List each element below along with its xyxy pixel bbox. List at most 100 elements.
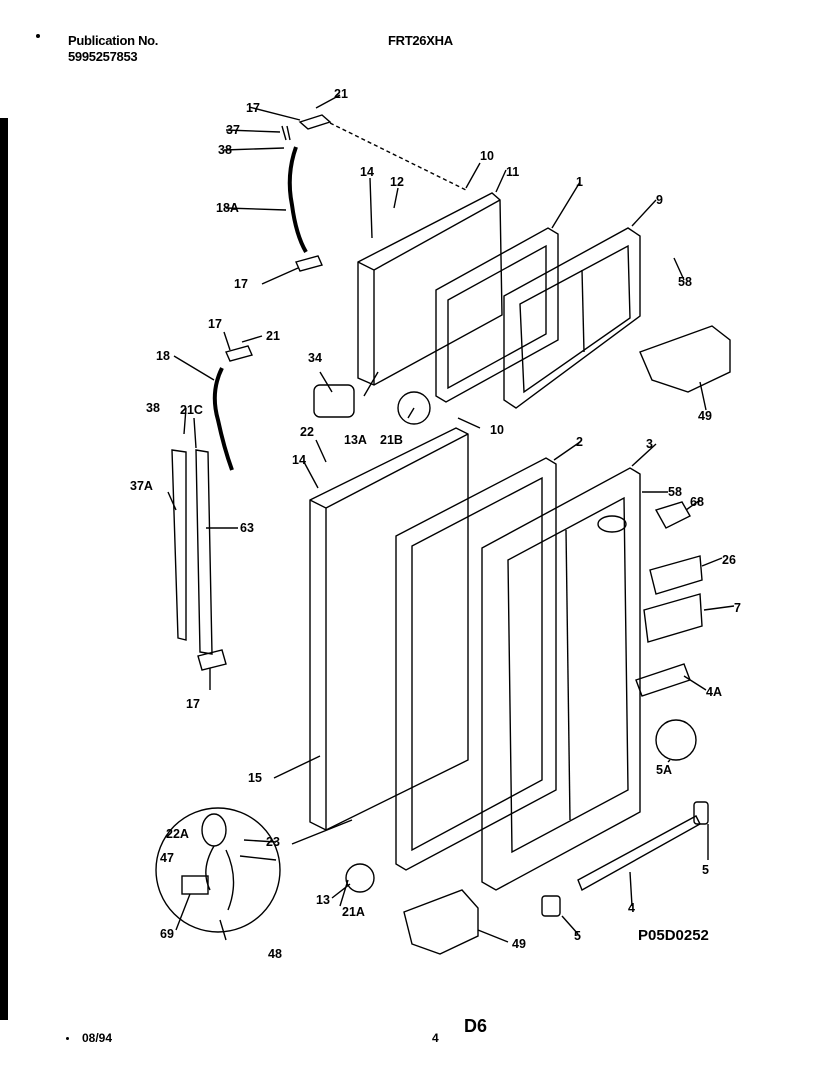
connector-69 [181,875,209,895]
callout-label: 37 [226,123,240,137]
callout-label: 7 [734,601,741,615]
bin-26 [649,555,703,595]
callout-label: 37A [130,479,153,493]
figure-code: P05D0252 [638,927,709,944]
callout-label: 5A [656,763,672,777]
callout-label: 34 [308,351,322,365]
page-number: 4 [432,1031,439,1045]
fresh-food-door-outer [309,427,469,831]
footer-dot [66,1037,69,1040]
registration-mark [36,34,40,38]
callout-label: 48 [268,947,282,961]
clip-5-upper [693,801,709,825]
lower-hinge-17 [295,255,323,272]
callout-label: 17 [246,101,260,115]
freezer-gasket-inner [447,244,547,390]
callout-label: 26 [722,553,736,567]
callout-label: 10 [490,423,504,437]
freezer-gasket [435,227,559,403]
callout-label: 14 [360,165,374,179]
door-bin-49 [403,889,479,955]
fresh-food-liner-inner [507,496,629,854]
clip-34 [313,384,355,418]
wire-48 [225,849,235,911]
fresh-food-gasket [395,457,557,871]
wire-47 [205,845,215,891]
binding-edge [0,118,8,1020]
callout-label: 17 [186,697,200,711]
freezer-door-outer [357,192,503,386]
callout-label: 14 [292,453,306,467]
callout-label: 23 [266,835,280,849]
callout-label: 2 [576,435,583,449]
freezer-liner-inner [519,244,631,394]
callout-label: 49 [512,937,526,951]
bracket-4a [635,663,691,697]
bottom-hinge-17 [197,649,227,671]
fresh-food-door-top [325,433,469,509]
callout-label: 18A [216,201,239,215]
callout-label: 68 [690,495,704,509]
leader-dashed-top [329,122,467,191]
callout-label: 1 [576,175,583,189]
fresh-food-door-edge [309,499,327,830]
callout-label: 38 [218,143,232,157]
detail-13-21a [345,863,375,893]
callout-label: 5 [574,929,581,943]
callout-label: 10 [480,149,494,163]
bin-7 [643,593,703,643]
line-art [155,94,735,955]
callout-label: 12 [390,175,404,189]
clip-5-lower [541,895,561,917]
callout-label: 21B [380,433,403,447]
part-68 [654,501,691,529]
callout-label: 22A [166,827,189,841]
callout-label: 63 [240,521,254,535]
callout-label: 17 [234,277,248,291]
callout-label: 18 [156,349,170,363]
callout-label: 11 [506,165,519,179]
callout-label: 21A [342,905,365,919]
freezer-door-edge [357,261,375,385]
trim-37a [171,449,187,641]
trim-4 [577,815,701,892]
fresh-food-liner [481,467,641,891]
freezer-door-top [373,199,501,271]
publication-label: Publication No. [68,33,159,48]
callout-labels: 21 17 37 38 18A 17 10 11 14 12 1 9 58 49… [130,87,741,961]
revision-date: 08/94 [82,1031,113,1045]
callout-label: 22 [300,425,314,439]
callout-label: 9 [656,193,663,207]
handle-18 [212,367,234,471]
callout-label: 4A [706,685,722,699]
freezer-liner-divider [581,269,585,353]
freezer-bin [639,325,731,393]
callout-label: 69 [160,927,174,941]
wiring-detail-circle [155,807,281,933]
callout-label: 21 [334,87,348,101]
leader-lines [167,94,735,943]
callout-label: 21C [180,403,203,417]
hinge-detail-13a [397,391,431,425]
dispenser-opening [597,515,627,533]
callout-label: 17 [208,317,222,331]
callout-label: 49 [698,409,712,423]
callout-label: 58 [668,485,682,499]
callout-label: 38 [146,401,160,415]
callout-label: 47 [160,851,174,865]
switch-22a [201,813,227,847]
handle-18a [287,146,308,254]
freezer-liner [503,227,641,409]
callout-label: 4 [628,901,635,915]
detail-5a [655,719,697,761]
model-number: FRT26XHA [388,33,453,48]
middle-hinge-17 [225,345,253,362]
fresh-food-liner-divider [565,529,571,821]
publication-number: 5995257853 [68,49,138,64]
trim-63 [195,449,213,655]
callout-label: 13 [316,893,330,907]
callout-label: 3 [646,437,653,451]
callout-label: 5 [702,863,709,877]
